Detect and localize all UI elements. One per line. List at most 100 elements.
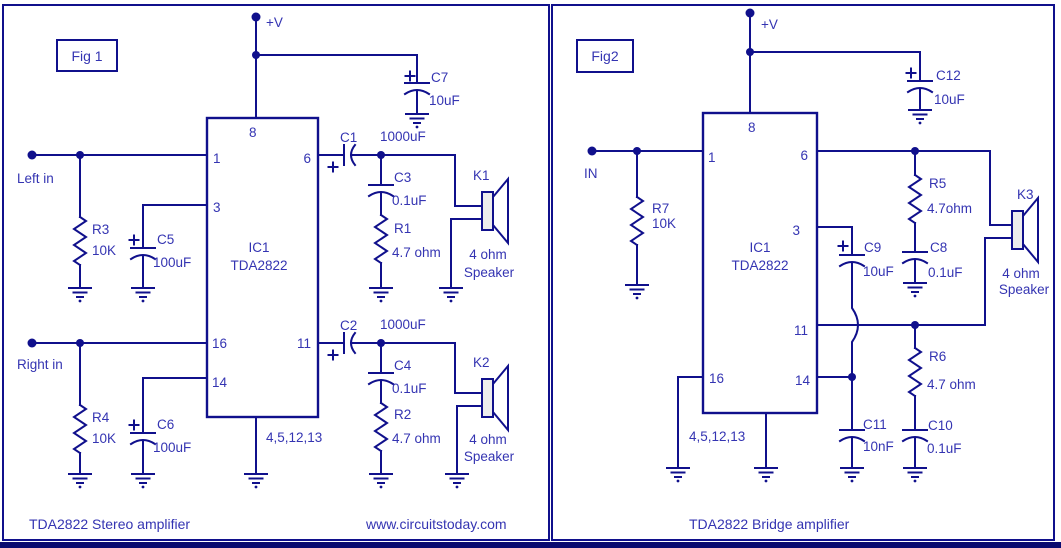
fig2-ic-ref: IC1 (749, 240, 770, 255)
label-R1: R1 (394, 221, 411, 236)
fig1-ground-pins-label: 4,5,12,13 (266, 430, 322, 445)
speaker-K3 (1011, 197, 1039, 263)
ground-symbol (754, 467, 778, 484)
fig1-pin1-label: 1 (213, 151, 221, 166)
fig2-supply-label: +V (761, 17, 778, 32)
value-C12: 10uF (934, 92, 965, 107)
ground-symbol (405, 113, 429, 130)
fig1-pin16-label: 16 (212, 336, 227, 351)
label-R7: R7 (652, 201, 669, 216)
ground-symbol (68, 287, 92, 304)
value-R6: 4.7 ohm (927, 377, 976, 392)
ground-symbol (903, 467, 927, 484)
fig2-ground-pins-label: 4,5,12,13 (689, 429, 745, 444)
ground-symbol (908, 109, 932, 126)
fig2-tag-box (576, 39, 634, 73)
fig1-pin11-label: 11 (297, 336, 311, 351)
fig1-supply-label: +V (266, 15, 283, 30)
label-C10: C10 (928, 418, 953, 433)
resistor-R5 (908, 174, 922, 224)
label-K2: K2 (473, 355, 490, 370)
fig1-schematic: Fig 1 8 1 3 16 14 6 11 IC1 TDA2822 4,5,1… (17, 12, 515, 532)
fig1-right-input-label: Right in (17, 357, 63, 372)
fig2-pin6-label: 6 (800, 148, 808, 163)
fig2-wires (591, 12, 1013, 469)
fig1-ic-tda2822: 8 1 3 16 14 6 11 IC1 TDA2822 4,5,12,13 (205, 116, 322, 445)
fig2-caption: TDA2822 Bridge amplifier (689, 516, 850, 532)
speaker-K2 (481, 365, 509, 431)
label-C12: C12 (936, 68, 961, 83)
speaker-K1 (481, 178, 509, 244)
value-C8: 0.1uF (928, 265, 963, 280)
type-K2: Speaker (464, 449, 515, 464)
ground-symbol (369, 473, 393, 490)
bottom-edge-bar (0, 542, 1061, 548)
label-C2: C2 (340, 318, 357, 333)
resistor-R3 (73, 216, 87, 266)
label-C1: C1 (340, 130, 357, 145)
label-K3: K3 (1017, 187, 1034, 202)
resistor-R2 (374, 402, 388, 452)
label-C3: C3 (394, 170, 411, 185)
fig2-pin1-label: 1 (708, 150, 716, 165)
value-C7: 10uF (429, 93, 460, 108)
ground-symbol (445, 473, 469, 490)
label-R2: R2 (394, 407, 411, 422)
fig2-connection-dots (587, 8, 919, 381)
fig2-ic-part: TDA2822 (731, 258, 788, 273)
resistor-R4 (73, 404, 87, 454)
fig1-panel-border (2, 4, 550, 541)
ground-symbol (68, 473, 92, 490)
value-C4: 0.1uF (392, 381, 427, 396)
value-C1: 1000uF (380, 129, 426, 144)
label-C8: C8 (930, 240, 947, 255)
fig2-pin16-label: 16 (709, 371, 724, 386)
label-R3: R3 (92, 222, 109, 237)
value-K1: 4 ohm (469, 247, 507, 262)
label-C6: C6 (157, 417, 174, 432)
ground-symbol (244, 473, 268, 490)
type-K3: Speaker (999, 282, 1050, 297)
resistor-R7 (630, 196, 644, 246)
capacitor-C2 (327, 332, 356, 361)
fig2-ic-tda2822: 8 1 16 6 3 11 14 IC1 TDA2822 4,5,12,13 (689, 111, 819, 444)
fig2-pin11-label: 11 (794, 323, 808, 338)
label-C7: C7 (431, 70, 448, 85)
fig2-schematic: Fig2 8 1 16 6 3 11 14 IC1 TDA2822 4,5,12… (576, 8, 1050, 532)
type-K1: Speaker (464, 265, 515, 280)
fig1-pin3-label: 3 (213, 200, 221, 215)
fig2-pin8-label: 8 (748, 120, 756, 135)
ground-symbol (131, 473, 155, 490)
label-R6: R6 (929, 349, 946, 364)
fig1-ic-ref: IC1 (248, 240, 269, 255)
value-R1: 4.7 ohm (392, 245, 441, 260)
ground-symbol (131, 287, 155, 304)
label-K1: K1 (473, 168, 490, 183)
label-R5: R5 (929, 176, 946, 191)
fig1-pin6-label: 6 (303, 151, 311, 166)
website-link[interactable]: www.circuitstoday.com (365, 516, 507, 532)
fig1-caption: TDA2822 Stereo amplifier (29, 516, 190, 532)
value-C2: 1000uF (380, 317, 426, 332)
fig1-tag-box (56, 39, 118, 72)
value-K3: 4 ohm (1002, 266, 1040, 281)
resistor-R6 (908, 347, 922, 397)
ground-symbol (369, 287, 393, 304)
fig2-input-label: IN (584, 166, 598, 181)
fig2-pin3-label: 3 (792, 223, 800, 238)
value-R3: 10K (92, 243, 116, 258)
label-C9: C9 (864, 240, 881, 255)
fig2-tag-label: Fig2 (591, 48, 618, 64)
value-K2: 4 ohm (469, 432, 507, 447)
value-C3: 0.1uF (392, 193, 427, 208)
ground-symbol (439, 287, 463, 304)
fig1-connection-dots (27, 12, 385, 348)
capacitor-C1 (327, 144, 356, 173)
label-C5: C5 (157, 232, 174, 247)
ground-symbol (666, 467, 690, 484)
fig1-pin14-label: 14 (212, 375, 228, 390)
value-C11: 10nF (863, 439, 894, 454)
resistor-R1 (374, 214, 388, 264)
